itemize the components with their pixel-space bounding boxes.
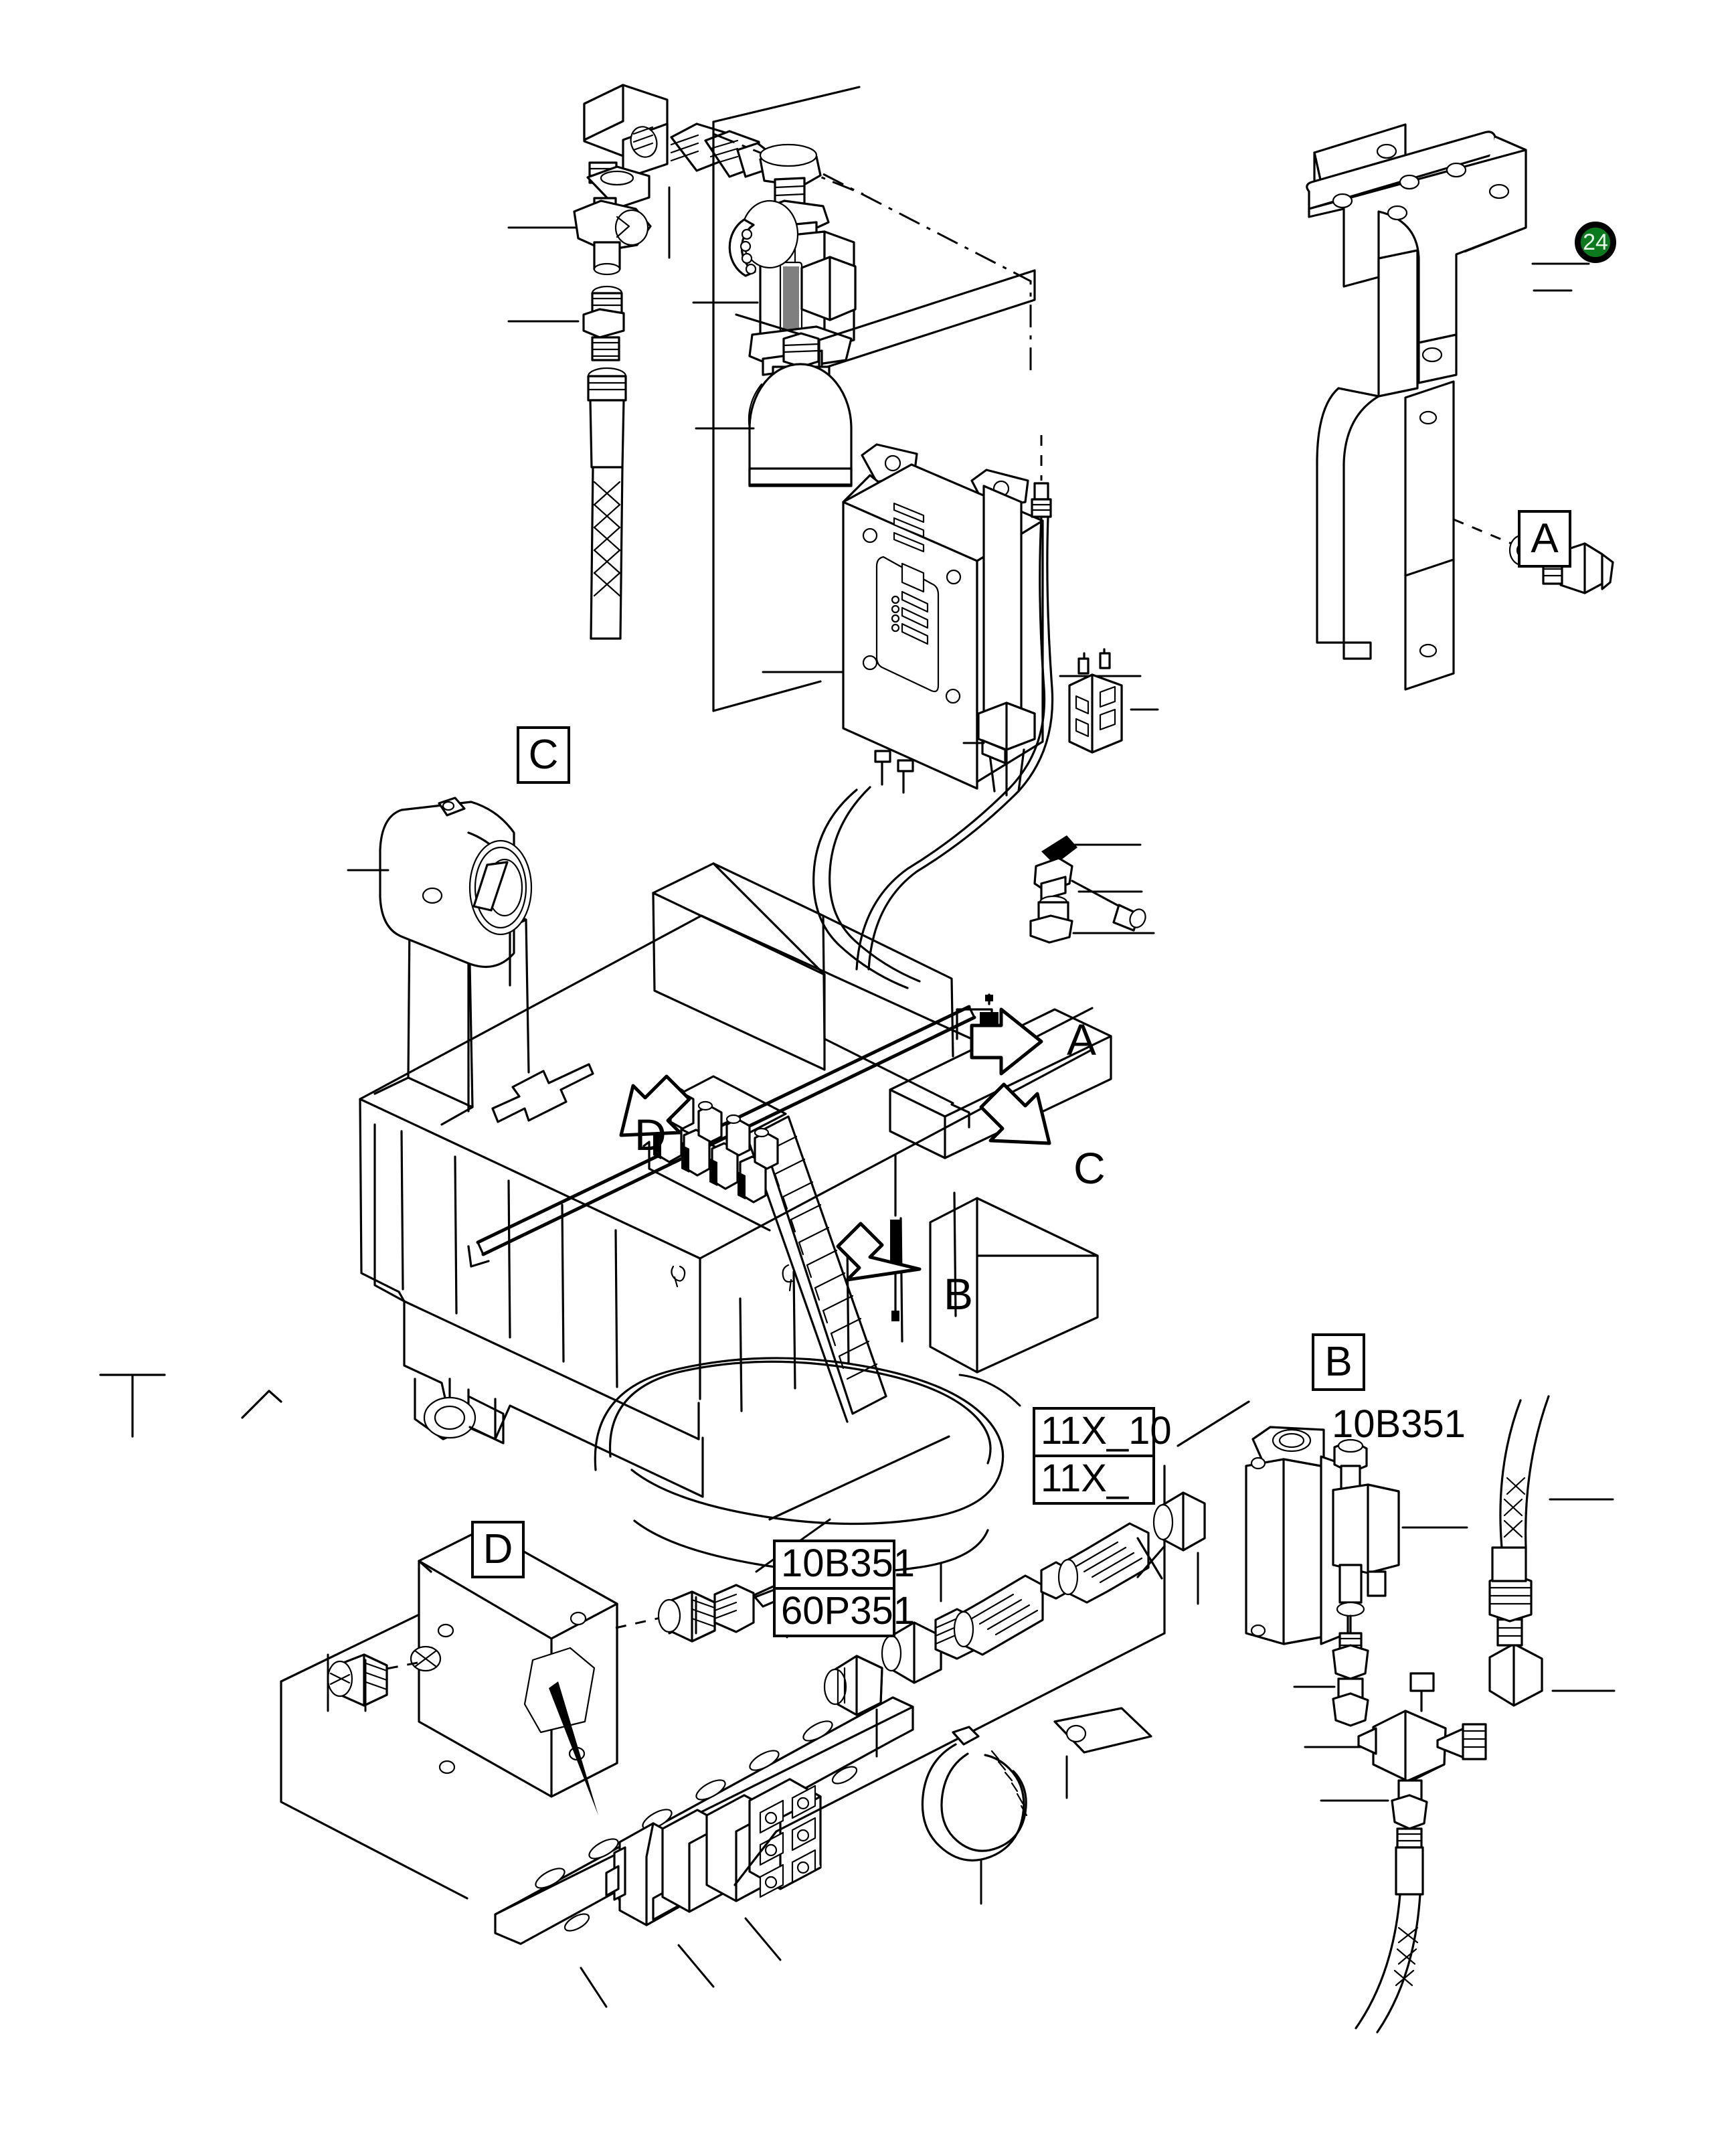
arrow-letter-b: B [944, 1269, 974, 1319]
nozzle-on-machine-b [890, 1154, 901, 1321]
corner-registration-mark [99, 1374, 282, 1438]
relay-connector [962, 701, 1036, 797]
code-box-11x: 11X_10 11X_ [1033, 1407, 1172, 1505]
callout-arrow-b [836, 1222, 922, 1282]
sensor-cable [812, 435, 1142, 989]
mounting-plate-small [1053, 1707, 1152, 1799]
fitting-elbow-top [583, 84, 669, 184]
terminal-block-small [1068, 648, 1159, 754]
code-line: 60P351 [781, 1589, 915, 1633]
junction-box-section-d [280, 1527, 914, 2008]
hose-coupling-a [953, 1561, 1069, 1656]
code-10b351-valve: 10B351 [1332, 1402, 1466, 1446]
callout-arrow-c [979, 1082, 1051, 1145]
code-line: 11X_ [1041, 1457, 1129, 1501]
section-label-b[interactable]: B [1312, 1333, 1365, 1391]
hose-braided [587, 367, 627, 640]
horn-section-c [347, 797, 533, 987]
callout-arrow-d [619, 1074, 691, 1137]
arrow-letter-a: A [1067, 1015, 1097, 1064]
arrow-letter-d: D [634, 1110, 667, 1159]
bracket-section-a [1306, 123, 1614, 691]
gas-bottle [695, 332, 853, 487]
controller-box [762, 443, 1044, 794]
code-box-10b351-60p351: 10B351 60P351 [773, 1540, 915, 1638]
coupling-plug-left [823, 1655, 883, 1758]
cable-tie [921, 1726, 1028, 1905]
end-cap [1152, 1491, 1206, 1605]
code-line: 11X_10 [1035, 1410, 1172, 1458]
callout-arrow-a [970, 1007, 1043, 1076]
controller-ventilation-slots [893, 502, 925, 553]
section-label-a[interactable]: A [1518, 510, 1571, 568]
excavator-machine [359, 862, 1112, 1574]
code-line: 10B351 [776, 1542, 915, 1590]
coupling-parts-centre [733, 1435, 1206, 1905]
arrow-letter-c: C [1073, 1143, 1106, 1193]
leader-to-code-11x [958, 1374, 1021, 1407]
callout-badge-24[interactable]: 24 [1575, 222, 1616, 263]
fitting-coupling-mid [507, 285, 625, 361]
fittings-section-b [1293, 1395, 1616, 2034]
pressure-switch-assembly [1029, 835, 1155, 944]
section-label-c[interactable]: C [517, 726, 570, 784]
hose-coupling-b [1057, 1522, 1166, 1604]
terminal-blocks [605, 1778, 822, 1926]
fitting-valve-tee [507, 165, 652, 276]
section-label-d[interactable]: D [471, 1521, 525, 1578]
